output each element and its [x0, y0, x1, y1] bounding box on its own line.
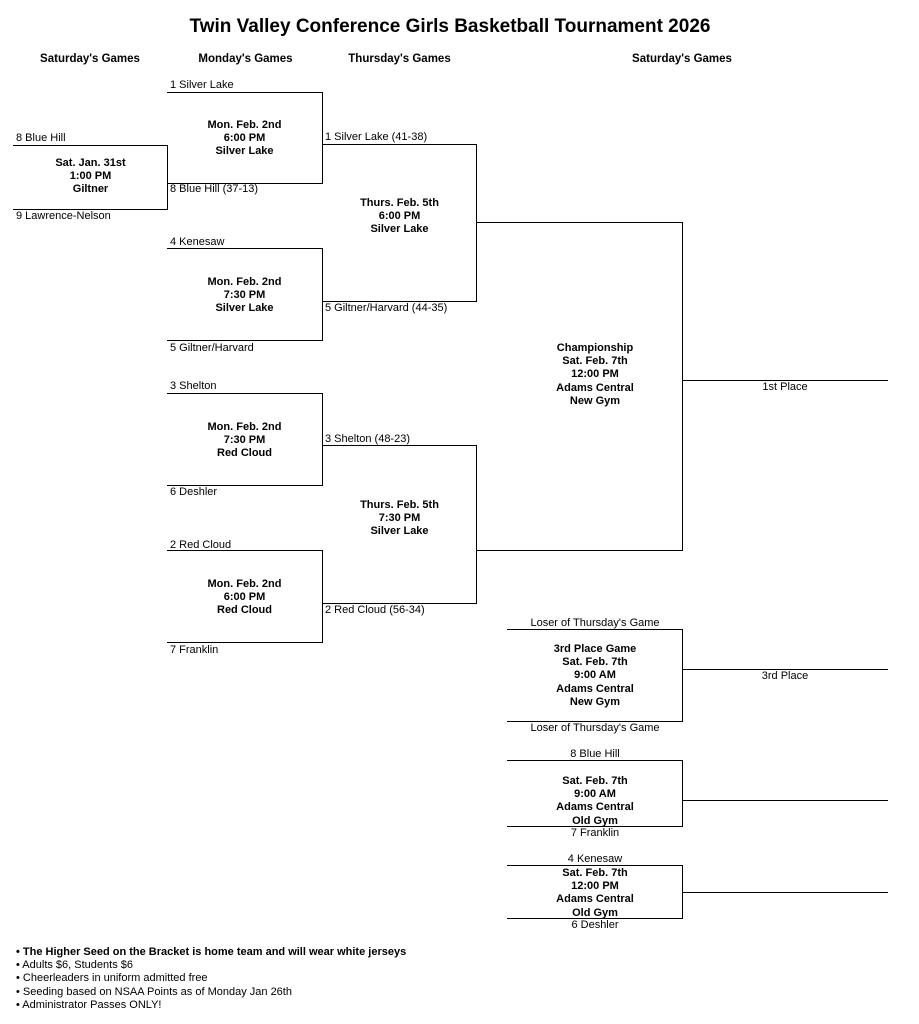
team-label: 4 Kenesaw — [170, 236, 225, 248]
team-label: 3 Shelton (48-23) — [325, 433, 410, 445]
first-place-label: 1st Place — [762, 381, 808, 393]
team-label: 5 Giltner/Harvard — [170, 342, 254, 354]
team-label: 9 Lawrence-Nelson — [16, 210, 111, 222]
team-label: 8 Blue Hill — [570, 748, 620, 760]
team-label: 7 Franklin — [570, 827, 620, 839]
team-label: 5 Giltner/Harvard (44-35) — [325, 302, 448, 314]
team-label: Loser of Thursday's Game — [530, 722, 660, 734]
note-item: • Cheerleaders in uniform admitted free — [16, 972, 208, 985]
column-header-saturday-first: Saturday's Games — [40, 53, 140, 65]
team-label: 8 Blue Hill — [16, 132, 66, 144]
column-header-monday: Monday's Games — [198, 53, 293, 65]
team-label: 3 Shelton — [170, 380, 217, 392]
team-label: 6 Deshler — [170, 486, 218, 498]
team-label: 8 Blue Hill (37-13) — [170, 183, 259, 195]
team-label: 7 Franklin — [170, 644, 219, 656]
team-label: 4 Kenesaw — [567, 853, 623, 865]
note-item: • Administrator Passes ONLY! — [16, 998, 162, 1011]
team-label: 2 Red Cloud — [170, 539, 232, 551]
team-label: 1 Silver Lake (41-38) — [325, 131, 428, 143]
note-item: • Adults $6, Students $6 — [16, 959, 133, 972]
third-place-label: 3rd Place — [761, 670, 809, 682]
team-label: Loser of Thursday's Game — [530, 617, 660, 629]
note-item: • The Higher Seed on the Bracket is home… — [16, 946, 407, 958]
team-label: 1 Silver Lake — [170, 79, 234, 91]
team-label: 2 Red Cloud (56-34) — [325, 604, 425, 616]
column-header-thursday: Thursday's Games — [348, 53, 451, 65]
notes-list: • The Higher Seed on the Bracket is home… — [16, 946, 406, 1012]
page-title: Twin Valley Conference Girls Basketball … — [189, 16, 711, 37]
column-header-saturday-final: Saturday's Games — [632, 53, 732, 65]
team-label: 6 Deshler — [571, 919, 619, 931]
note-item: • Seeding based on NSAA Points as of Mon… — [16, 985, 292, 998]
